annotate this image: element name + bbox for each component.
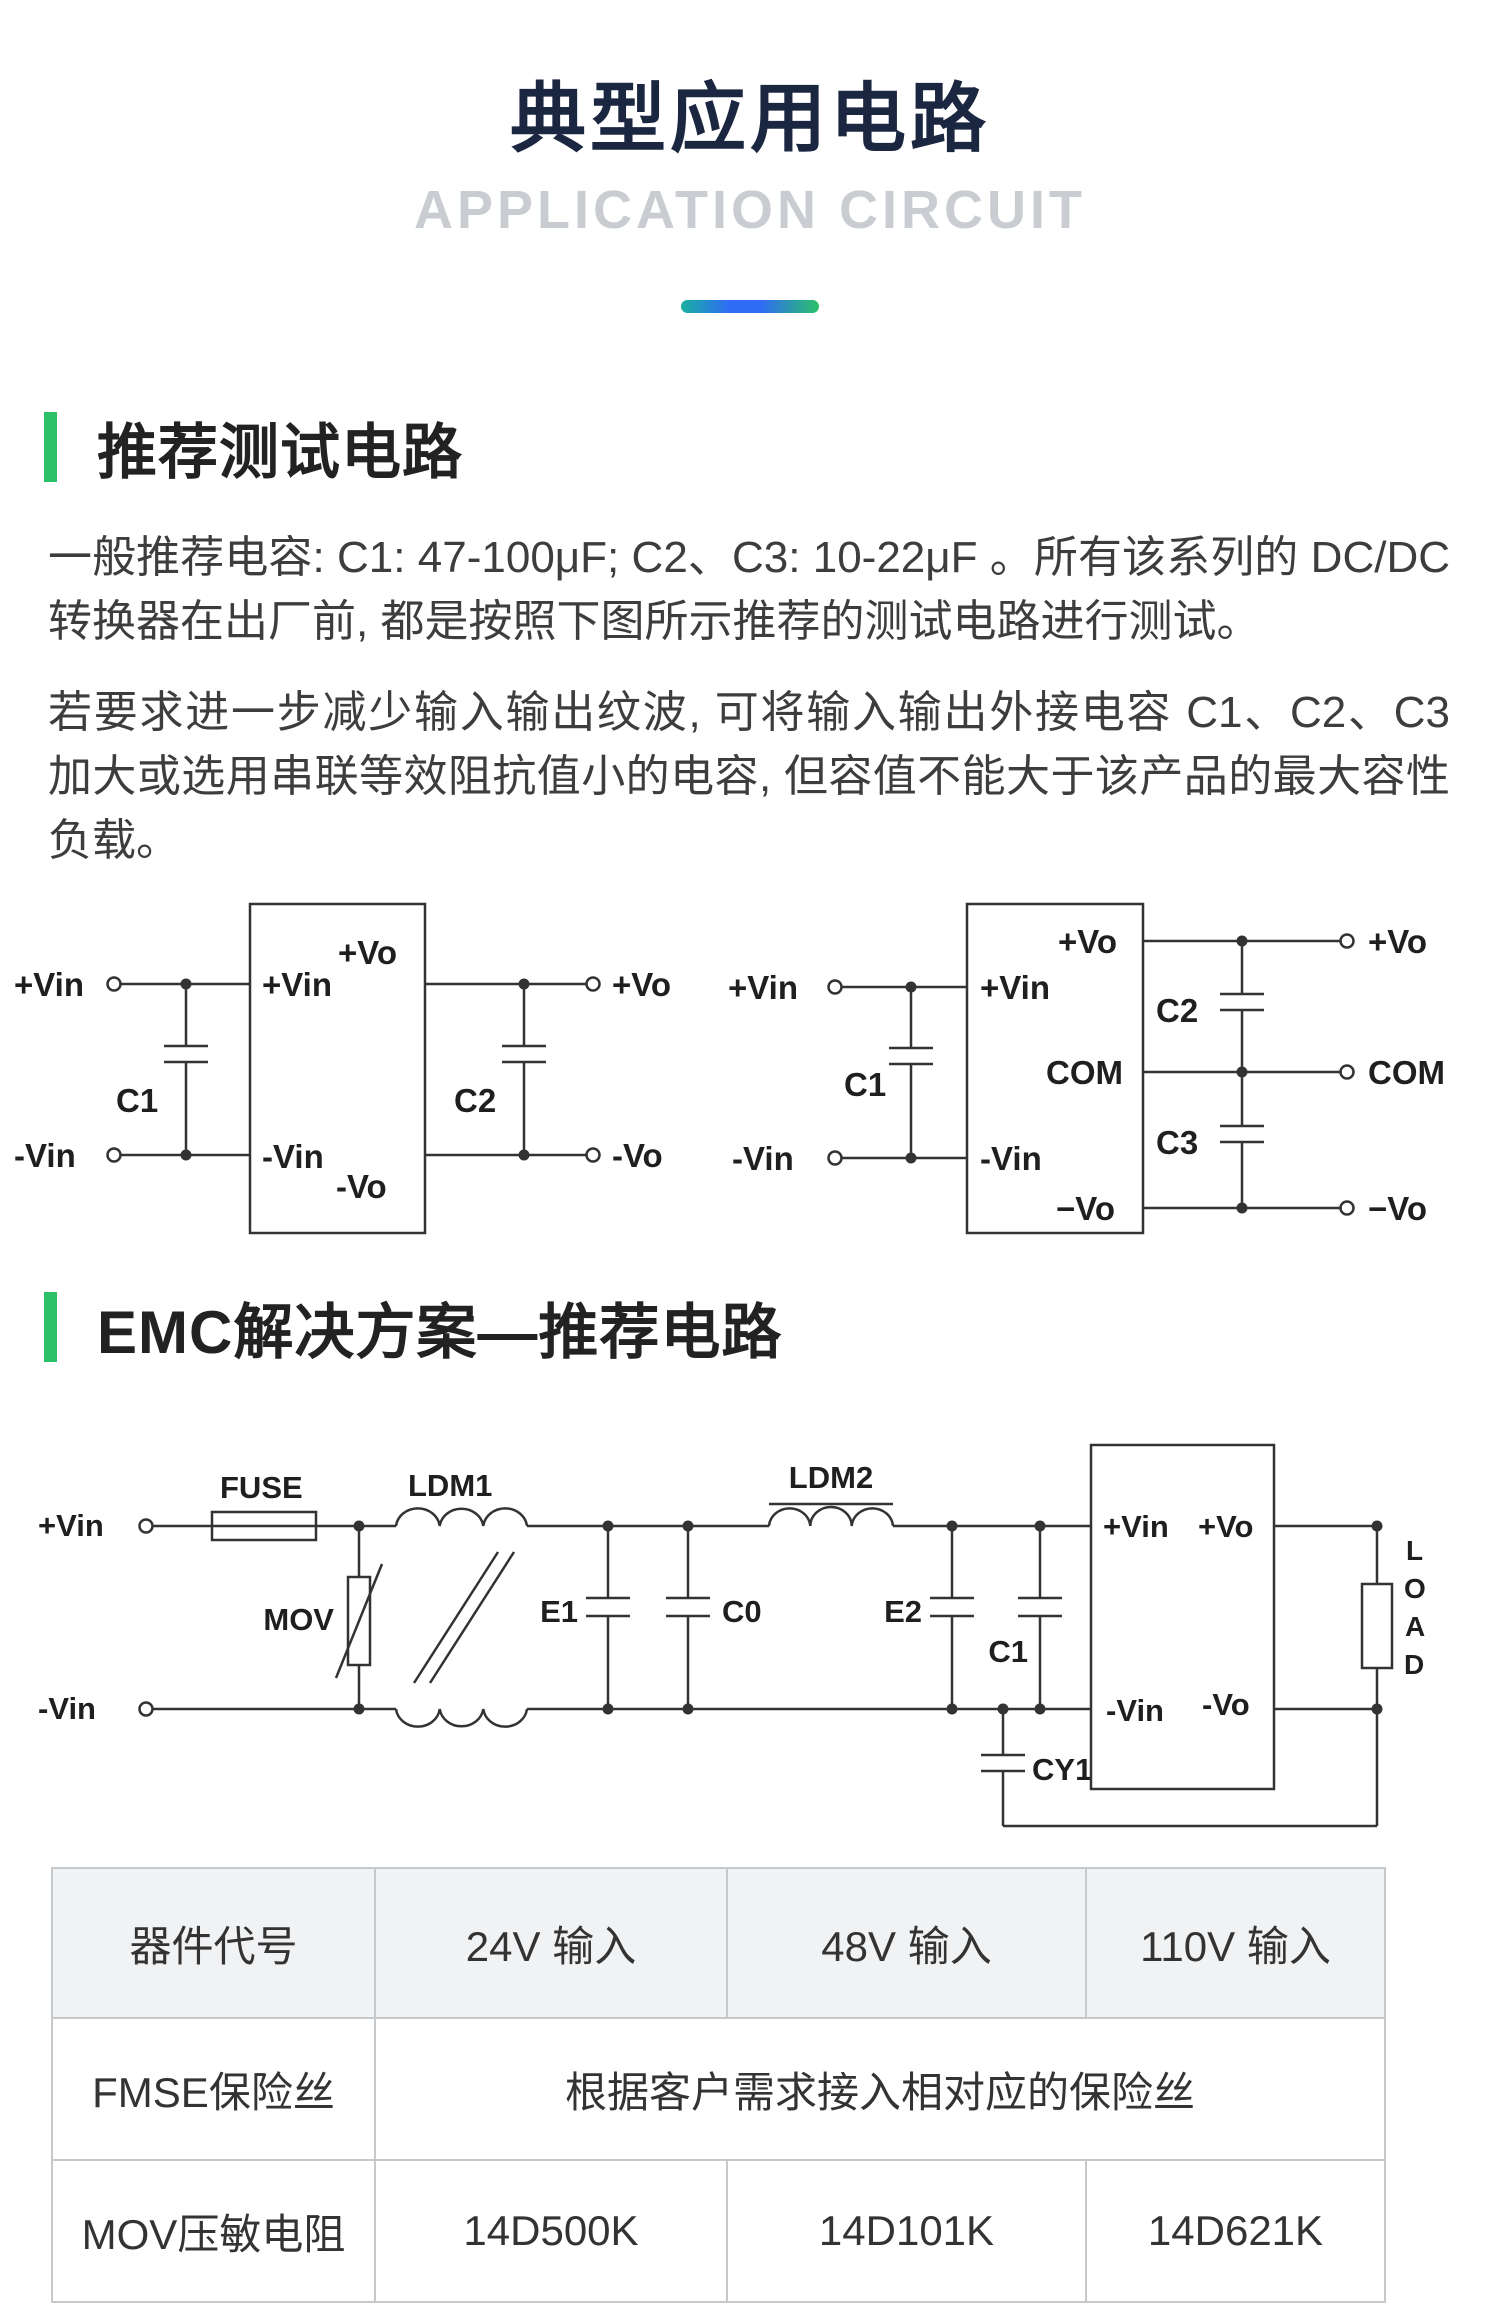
mov-row-label: MOV压敏电阻 (51, 2159, 376, 2303)
vin-neg-label: -Vin (14, 1137, 76, 1174)
vout-pos-label: +Vo (1368, 923, 1427, 960)
section-test-heading: 推荐测试电路 (97, 418, 463, 486)
vin-pos-label: +Vin (38, 1508, 104, 1543)
pin-com-label: COM (1046, 1054, 1123, 1091)
emc-circuit-diagram: +Vin -Vin FUSE MOV LDM1 E1 C0 LDM2 (38, 1443, 1426, 1828)
single-output-circuit: +Vin -Vin C1 +Vin -Vin +Vo -Vo C2 +Vo - (14, 902, 671, 1235)
green-accent-bar (44, 1292, 57, 1362)
header-110v-input: 110V 输入 (1085, 1867, 1386, 2019)
load-resistor-symbol (1360, 1582, 1394, 1670)
mov-label: MOV (263, 1602, 334, 1637)
load-letter: O (1404, 1573, 1426, 1604)
emc-component-table: 器件代号 24V 输入 48V 输入 110V 输入 FMSE保险丝 根据客户需… (51, 1867, 1386, 2303)
vout-com-label: COM (1368, 1054, 1445, 1091)
section-emc: EMC解决方案—推荐电路 (44, 1291, 1500, 1366)
pin-in-neg-label: -Vin (1106, 1693, 1164, 1728)
section-test-circuit: 推荐测试电路 (44, 411, 1500, 486)
test-circuit-paragraph-2: 若要求进一步减少输入输出纹波, 可将输入输出外接电容 C1、C2、C3 加大或选… (48, 688, 1450, 865)
load-letter: D (1404, 1649, 1424, 1680)
green-accent-bar (44, 412, 57, 482)
table-row: FMSE保险丝 根据客户需求接入相对应的保险丝 (51, 2017, 1386, 2161)
input-terminal-icon (138, 1518, 154, 1534)
ldm2-label: LDM2 (789, 1460, 873, 1495)
pin-in-pos-label: +Vin (1103, 1509, 1169, 1544)
e2-label: E2 (884, 1594, 922, 1629)
mov-110v-value: 14D621K (1085, 2159, 1386, 2303)
vin-pos-label: +Vin (728, 969, 798, 1006)
test-circuit-diagram: +Vin -Vin C1 +Vin -Vin +Vo -Vo C2 +Vo - (14, 902, 1445, 1235)
page-title: 典型应用电路 (510, 77, 990, 162)
header-component-code: 器件代号 (51, 1867, 376, 2019)
pin-out-neg-label: -Vo (336, 1168, 387, 1205)
pin-out-neg-label: −Vo (1056, 1190, 1115, 1227)
pin-out-pos-label: +Vo (338, 934, 397, 971)
table-row: MOV压敏电阻 14D500K 14D101K 14D621K (51, 2159, 1386, 2303)
capacitor-c2-label: C2 (454, 1082, 496, 1119)
output-terminal-icon (585, 976, 601, 992)
pin-out-neg-label: -Vo (1202, 1687, 1250, 1722)
page-subtitle: APPLICATION CIRCUIT (414, 180, 1086, 240)
cy1-label: CY1 (1032, 1752, 1092, 1787)
load-letter: A (1405, 1611, 1425, 1642)
pin-in-neg-label: -Vin (980, 1140, 1042, 1177)
dcdc-converter-box (1089, 1443, 1276, 1791)
pin-in-pos-label: +Vin (980, 969, 1050, 1006)
input-terminal-icon (827, 1150, 843, 1166)
dcdc-converter-box (965, 902, 1145, 1235)
vout-pos-label: +Vo (612, 966, 671, 1003)
pin-out-pos-label: +Vo (1198, 1509, 1253, 1544)
input-terminal-icon (827, 979, 843, 995)
fuse-label: FUSE (220, 1470, 303, 1505)
section-emc-heading: EMC解决方案—推荐电路 (97, 1298, 783, 1366)
fuse-row-label: FMSE保险丝 (51, 2017, 376, 2161)
header-24v-input: 24V 输入 (374, 1867, 728, 2019)
vin-pos-label: +Vin (14, 966, 84, 1003)
output-terminal-icon (1339, 933, 1355, 949)
table-header-row: 器件代号 24V 输入 48V 输入 110V 输入 (51, 1867, 1386, 2019)
capacitor-c3-label: C3 (1156, 1124, 1198, 1161)
pin-out-pos-label: +Vo (1058, 923, 1117, 960)
header-48v-input: 48V 输入 (726, 1867, 1087, 2019)
e1-label: E1 (540, 1594, 578, 1629)
ldm1-label: LDM1 (408, 1468, 492, 1503)
mov-24v-value: 14D500K (374, 2159, 728, 2303)
vout-neg-label: −Vo (1368, 1190, 1427, 1227)
input-terminal-icon (138, 1701, 154, 1717)
output-terminal-icon (1339, 1200, 1355, 1216)
capacitor-c2-label: C2 (1156, 992, 1198, 1029)
c1-label: C1 (988, 1634, 1028, 1669)
fuse-row-value: 根据客户需求接入相对应的保险丝 (374, 2017, 1386, 2161)
output-terminal-icon (1339, 1064, 1355, 1080)
dual-output-circuit: +Vin -Vin C1 +Vin -Vin +Vo COM −Vo C2 (728, 902, 1445, 1235)
vin-neg-label: -Vin (732, 1140, 794, 1177)
output-terminal-icon (585, 1147, 601, 1163)
gradient-divider (681, 300, 819, 313)
pin-in-pos-label: +Vin (262, 966, 332, 1003)
load-letter: L (1406, 1535, 1423, 1566)
c0-label: C0 (722, 1594, 762, 1629)
test-circuit-paragraph-1: 一般推荐电容: C1: 47-100μF; C2、C3: 10-22μF 。所有… (48, 533, 1450, 646)
capacitor-c1-label: C1 (116, 1082, 158, 1119)
choke-core-icon (412, 1551, 500, 1684)
capacitor-c1-label: C1 (844, 1066, 886, 1103)
choke-core-icon (428, 1551, 516, 1684)
mov-48v-value: 14D101K (726, 2159, 1087, 2303)
pin-in-neg-label: -Vin (262, 1138, 324, 1175)
vout-neg-label: -Vo (612, 1137, 663, 1174)
input-terminal-icon (106, 976, 122, 992)
vin-neg-label: -Vin (38, 1691, 96, 1726)
input-terminal-icon (106, 1147, 122, 1163)
dcdc-converter-box (248, 902, 427, 1235)
